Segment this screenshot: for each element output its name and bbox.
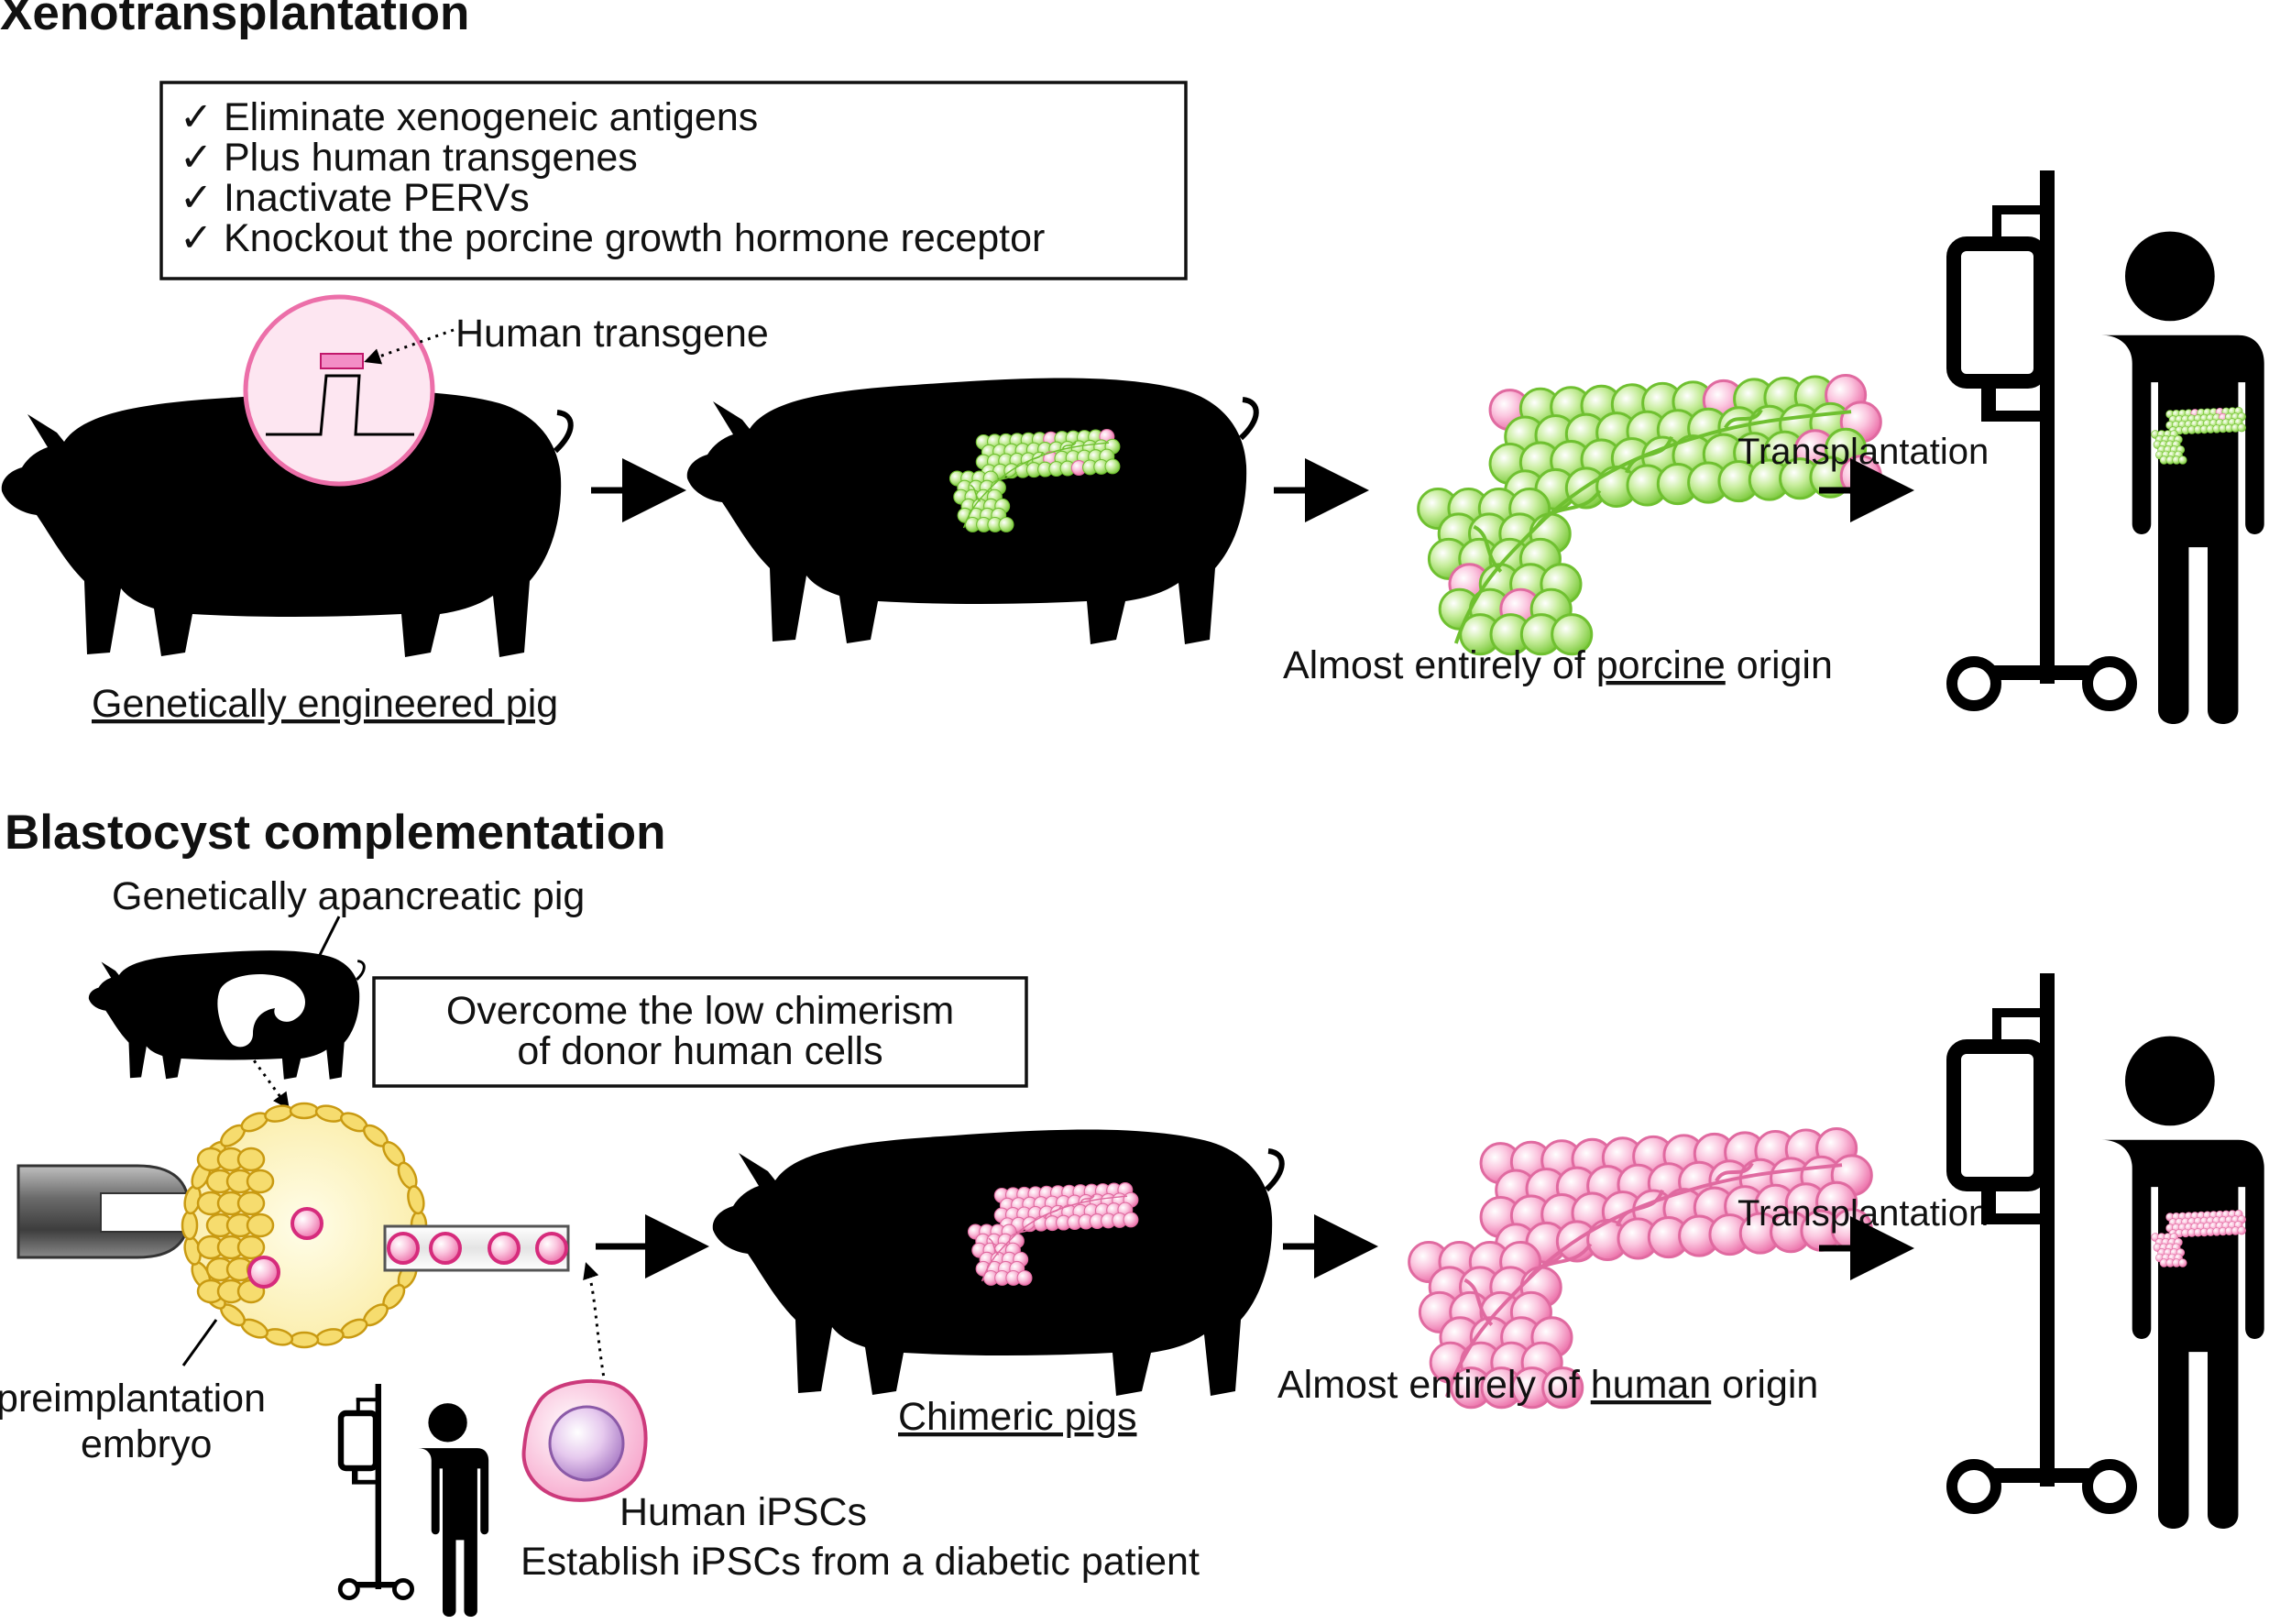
embryo-label-line2: embryo <box>81 1422 212 1466</box>
pancreas-porcine-icon <box>1417 374 1882 656</box>
injection-pipette-icon <box>383 1224 570 1272</box>
patient-pancreas-porcine-icon <box>2151 407 2246 465</box>
transplant-label-1: Transplantation <box>1737 432 1989 472</box>
missing-pancreas-icon <box>217 973 305 1048</box>
patient-pancreas-human-icon <box>2151 1210 2246 1267</box>
chimerism-line1: Overcome the low chimerism <box>446 989 954 1033</box>
checklist-item-2: ✓ Plus human transgenes <box>180 136 638 180</box>
transgene-label: Human transgene <box>455 312 769 356</box>
chimeric-pig-label: Chimeric pigs <box>898 1395 1136 1439</box>
embryo-pointer <box>181 1319 218 1366</box>
embryo-label-line1: preimplantation <box>0 1377 266 1421</box>
ipsc-cell-icon <box>521 1379 648 1502</box>
ipsc-source-label: Establish iPSCs from a diabetic patient <box>521 1540 1200 1584</box>
pancreas-small-porcine-icon <box>948 429 1121 532</box>
transgene-inset <box>243 294 455 487</box>
patient-icon-2 <box>2101 1036 2264 1529</box>
engineered-pig-label: Genetically engineered pig <box>92 682 558 726</box>
checklist-box <box>159 81 1188 280</box>
section-title-xeno: Xenotransplantation <box>0 0 469 40</box>
holding-pipette-icon <box>16 1164 199 1259</box>
small-iv-stand-icon <box>340 1384 411 1598</box>
pancreas-human-icon <box>1408 1127 1873 1410</box>
patient-icon <box>2101 231 2264 725</box>
transplant-label-2: Transplantation <box>1737 1193 1989 1234</box>
checklist-item-1: ✓ Eliminate xenogeneic antigens <box>180 95 758 139</box>
small-patient-icon <box>418 1403 489 1617</box>
chimerism-line2: of donor human cells <box>517 1029 882 1073</box>
pancreas-small-human-icon <box>967 1182 1139 1286</box>
blastocyst-icon <box>181 1102 428 1349</box>
human-origin-label: Almost entirely of human origin <box>1277 1363 1818 1407</box>
ipsc-label: Human iPSCs <box>619 1490 867 1534</box>
checklist-item-3: ✓ Inactivate PERVs <box>180 176 530 220</box>
apancreatic-label: Genetically apancreatic pig <box>112 874 585 918</box>
dotted-arrow-ipsc-to-pipette <box>583 1262 607 1385</box>
iv-stand-icon-2 <box>1952 973 2132 1509</box>
dotted-arrow-pig-to-embryo <box>247 1053 290 1110</box>
transgene-block-icon <box>320 353 364 369</box>
porcine-origin-label: Almost entirely of porcine origin <box>1283 643 1833 687</box>
section-title-blasto: Blastocyst complementation <box>5 806 666 860</box>
checklist-item-4: ✓ Knockout the porcine growth hormone re… <box>180 216 1045 260</box>
chimerism-box <box>372 976 1028 1088</box>
